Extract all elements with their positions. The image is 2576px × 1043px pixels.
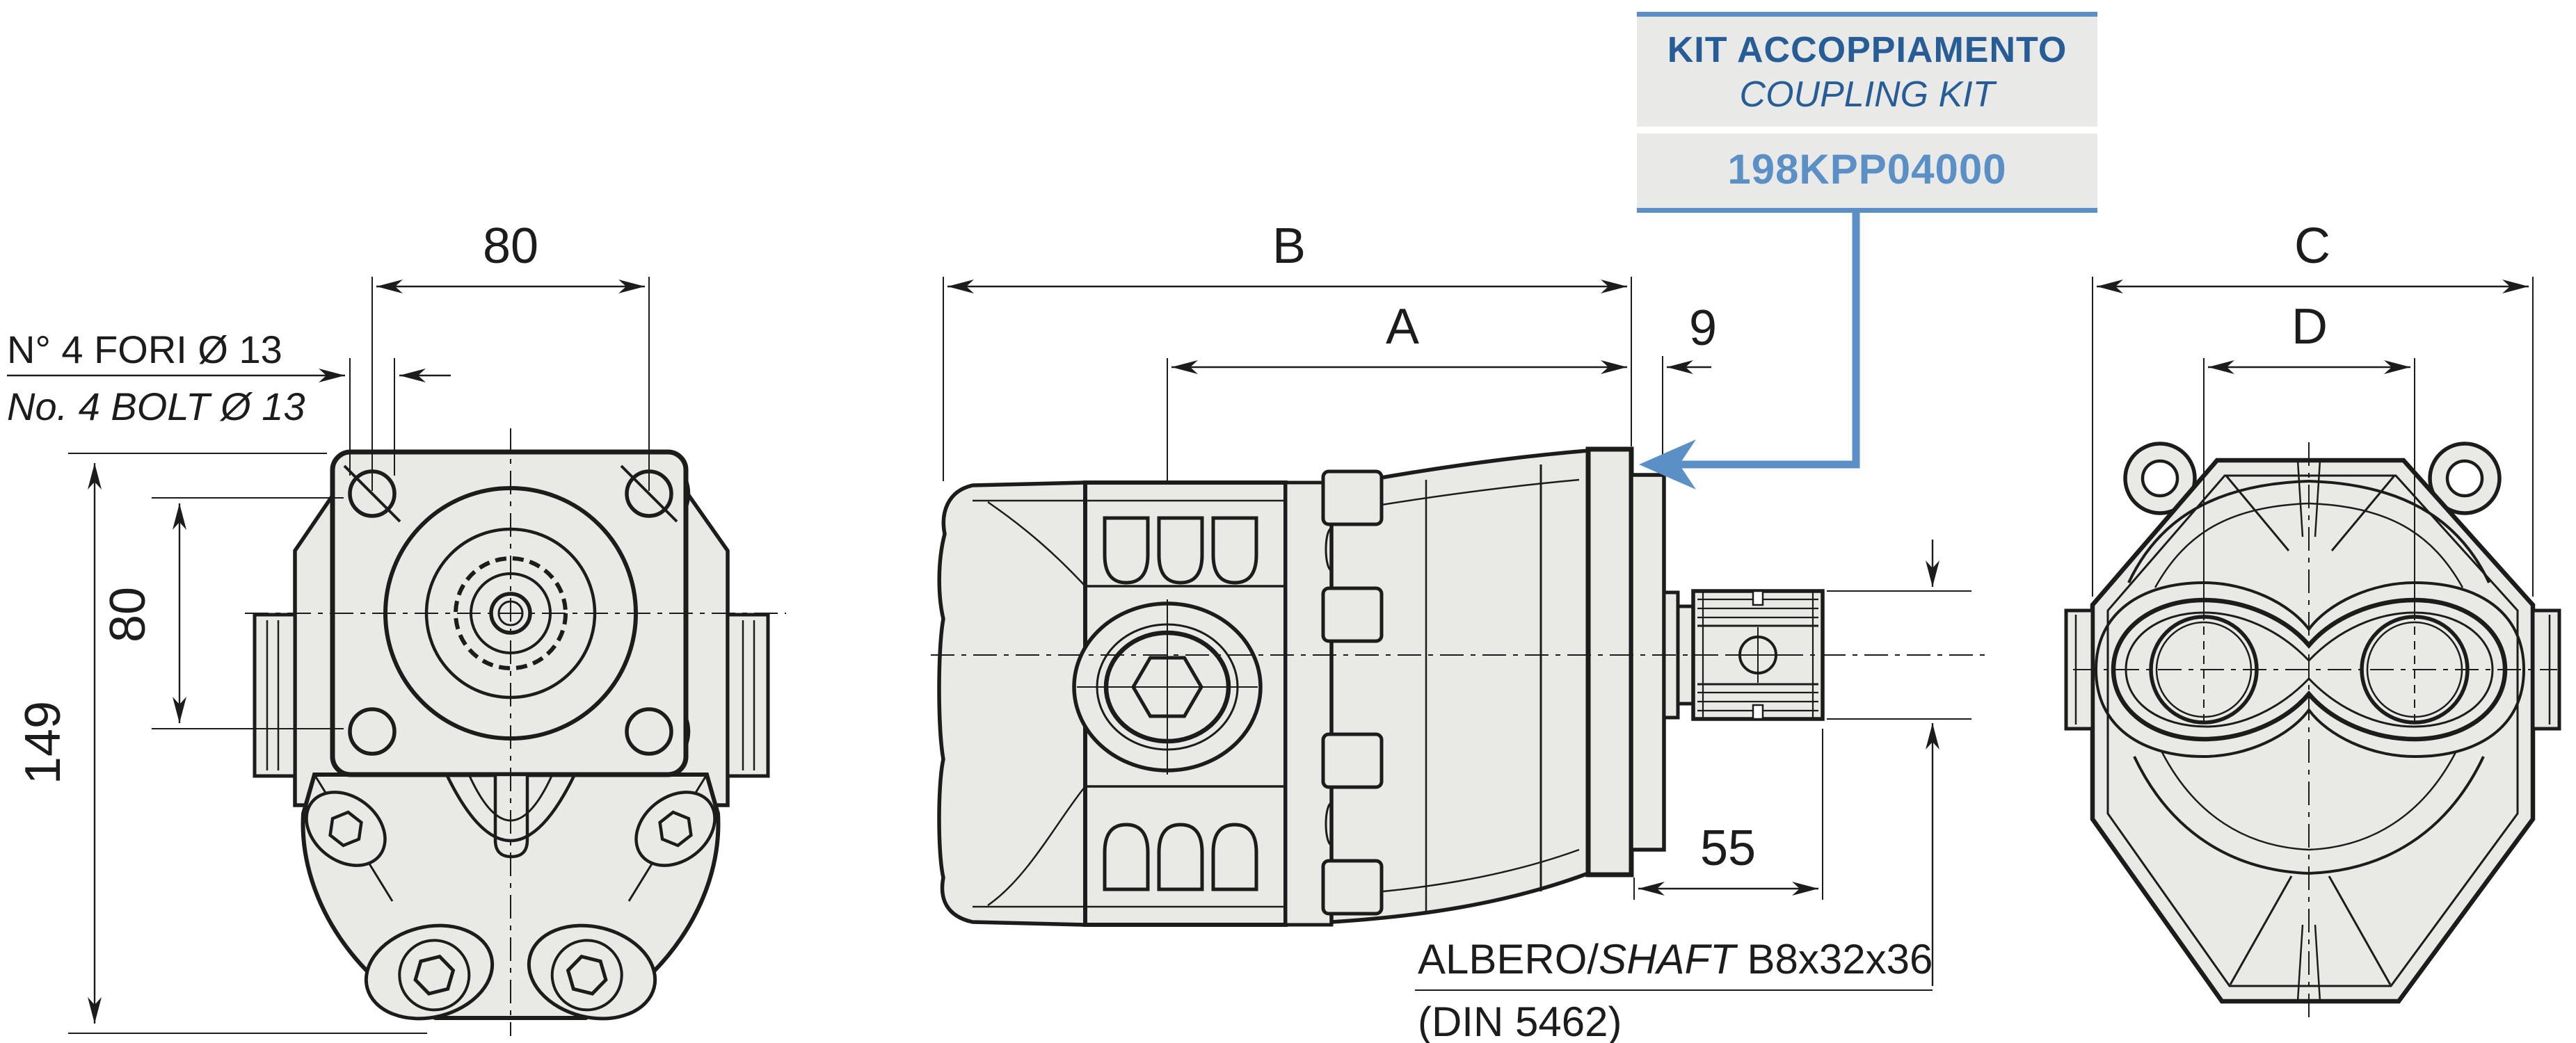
dim-front-bolt-spacing-v: 80 xyxy=(100,587,156,642)
side-bottom-fins xyxy=(1103,823,1258,891)
side-top-fins xyxy=(1103,516,1258,585)
rear-collar xyxy=(2094,581,2526,759)
side-hex-plug-boss xyxy=(1072,599,1263,775)
callout-divider xyxy=(1637,127,2097,134)
dim-flange-offset: 9 xyxy=(1689,300,1717,356)
side-left-cap xyxy=(937,480,1087,927)
coupling-kit-callout: KIT ACCOPPIAMENTO COUPLING KIT 198KPP040… xyxy=(1637,12,2097,213)
side-joint-plate xyxy=(1283,480,1334,927)
rear-view xyxy=(2064,442,2561,1024)
dim-shaft-length: 55 xyxy=(1700,820,1756,876)
shaft-note-english: SHAFT xyxy=(1599,936,1738,983)
shaft-spec-note: ALBERO/SHAFT B8x32x36 xyxy=(1418,936,1933,983)
side-joint-clips xyxy=(1321,469,1384,916)
leader-line xyxy=(1670,206,1860,469)
callout-title-english: COUPLING KIT xyxy=(1739,74,1995,115)
front-right-port xyxy=(726,613,770,778)
side-mounting-flange xyxy=(1585,446,1634,878)
dim-overall-length: B xyxy=(1272,218,1306,274)
front-dimensions: 80 N° 4 FORI Ø 13 No. 4 BOLT Ø 13 149 80 xyxy=(7,218,650,1034)
front-bolt-holes xyxy=(343,464,678,756)
callout-title-italian: KIT ACCOPPIAMENTO xyxy=(1667,30,2067,70)
shaft-note-spec: B8x32x36 xyxy=(1736,936,1933,983)
callout-title: KIT ACCOPPIAMENTO COUPLING KIT xyxy=(1637,17,2097,127)
coupling-kit-leader xyxy=(1639,206,1860,490)
dim-body-length: A xyxy=(1386,299,1419,355)
side-view xyxy=(931,446,1987,927)
front-left-port xyxy=(253,613,297,778)
side-bearing-cover xyxy=(1629,473,1666,852)
shaft-standard-note: (DIN 5462) xyxy=(1418,998,1622,1043)
side-dimensions: B A 9 55 ALBERO/SHAFT B8x32x36 (DIN 5462… xyxy=(943,218,1971,1043)
callout-part-number: 198KPP04000 xyxy=(1727,146,2007,193)
bolt-note-italian: N° 4 FORI Ø 13 xyxy=(7,328,282,371)
dim-bore-spacing: D xyxy=(2291,299,2328,355)
front-corner-boss xyxy=(305,791,387,867)
dim-front-bolt-spacing-h: 80 xyxy=(483,218,538,274)
shaft-note-italian: ALBERO/ xyxy=(1418,936,1599,983)
front-corner-boss xyxy=(634,791,717,867)
front-bottom-boss-left xyxy=(364,923,495,1021)
front-view xyxy=(245,428,786,1036)
leader-arrow-icon xyxy=(1639,439,1696,490)
bolt-note-english: No. 4 BOLT Ø 13 xyxy=(7,385,305,428)
rear-dimensions: C D xyxy=(2092,218,2534,617)
front-bottom-boss-right xyxy=(527,923,657,1021)
dim-front-height: 149 xyxy=(15,701,71,784)
dim-rear-width: C xyxy=(2294,218,2330,274)
